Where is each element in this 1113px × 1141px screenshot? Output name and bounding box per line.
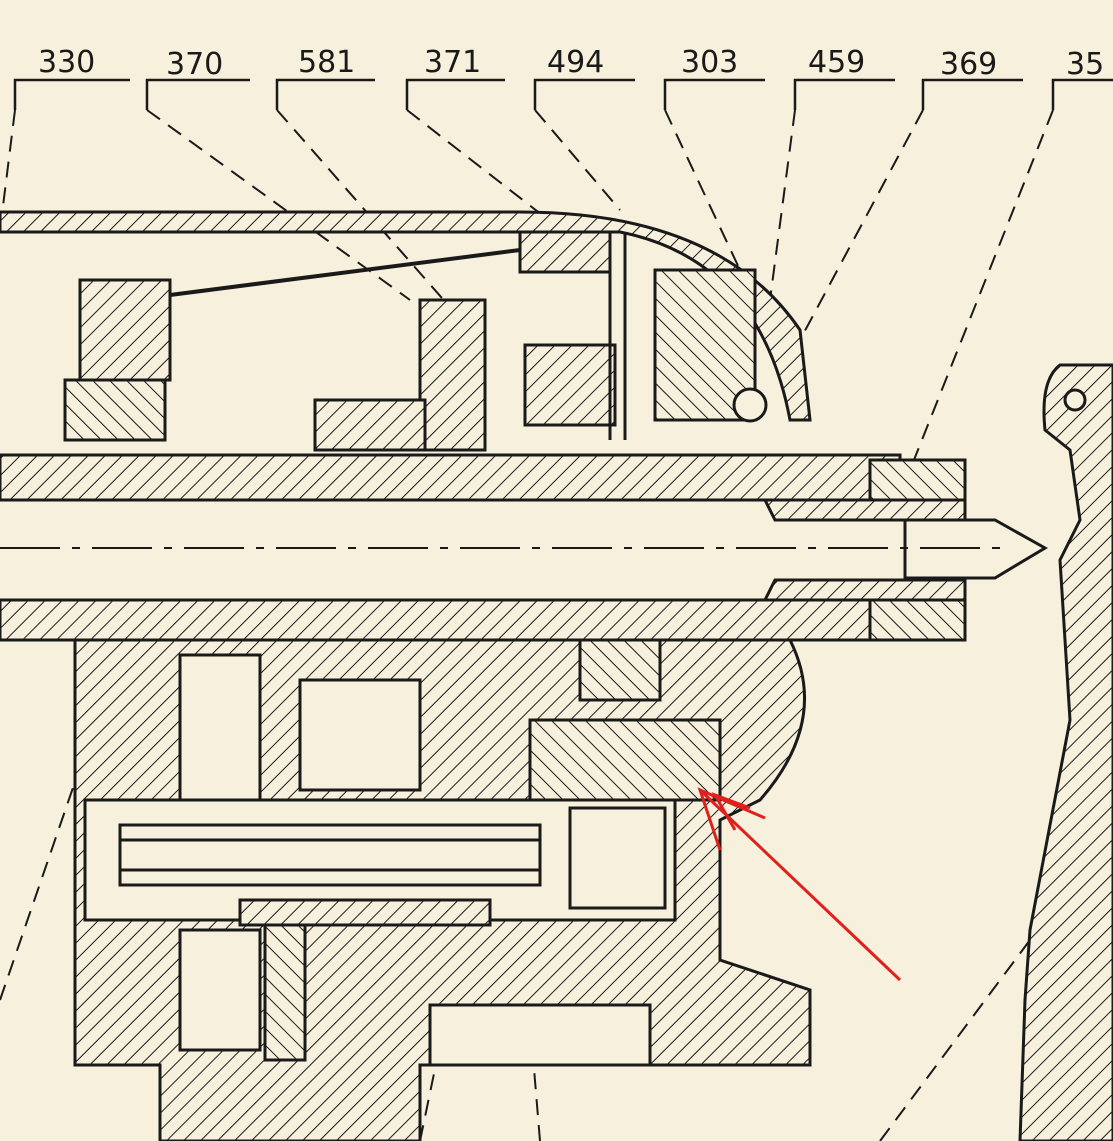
part-label-370: 370 bbox=[166, 47, 223, 82]
lower-housing bbox=[73, 638, 812, 1141]
spindle bbox=[0, 453, 1048, 642]
part-label-303: 303 bbox=[681, 45, 738, 80]
part-labels: 330 370 581 371 494 303 459 369 35 bbox=[38, 45, 1104, 82]
part-label-581: 581 bbox=[298, 45, 355, 80]
part-label-369: 369 bbox=[940, 47, 997, 82]
upper-housing bbox=[0, 210, 812, 452]
part-label-371: 371 bbox=[424, 45, 481, 80]
part-label-494: 494 bbox=[547, 45, 604, 80]
annotation-arrow bbox=[697, 787, 902, 982]
part-label-35: 35 bbox=[1066, 47, 1104, 82]
tailstock-part bbox=[1018, 363, 1113, 1141]
part-label-330: 330 bbox=[38, 45, 95, 80]
part-label-459: 459 bbox=[808, 45, 865, 80]
